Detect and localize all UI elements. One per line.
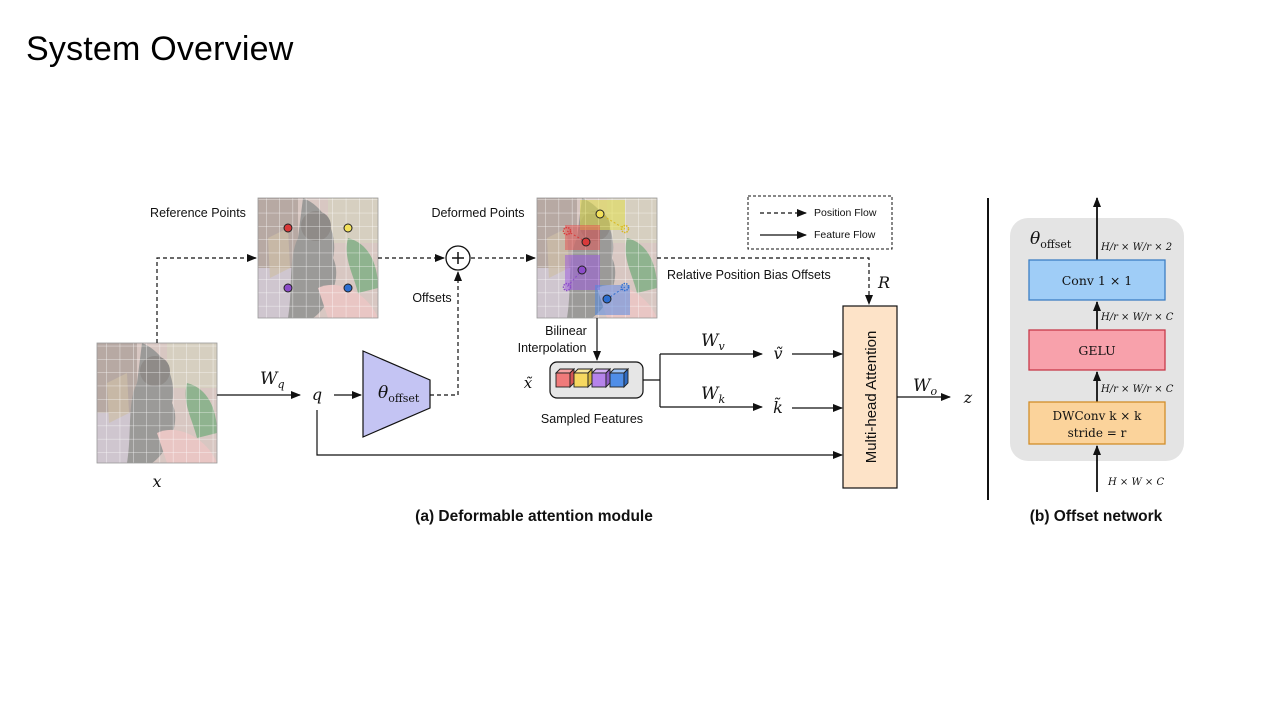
svg-text:θoffset: θoffset [378, 383, 420, 405]
gelu-block: GELU [1028, 329, 1166, 371]
bilinear-label-1: Bilinear [545, 324, 587, 338]
offsets-label: Offsets [412, 291, 451, 305]
bilinear-label-2: Interpolation [518, 341, 587, 355]
multi-head-attention-block: Multi-head Attention [842, 305, 898, 489]
x-tilde-label: x̃ [524, 374, 533, 392]
input-image [96, 342, 218, 464]
svg-text:Conv 1 × 1: Conv 1 × 1 [1062, 273, 1133, 288]
deformed-points-image [536, 197, 658, 319]
x-label: x [152, 472, 161, 491]
wo-label: Wo [913, 376, 937, 398]
dim-mid-1: H/r × W/r × C [1100, 312, 1174, 323]
flow-legend: Position Flow Feature Flow [747, 195, 893, 250]
dim-mid-2: H/r × W/r × C [1100, 384, 1174, 395]
sampled-features-block [549, 361, 644, 399]
z-label: z [963, 388, 973, 407]
wq-label: Wq [260, 369, 285, 391]
conv-1x1-block: Conv 1 × 1 [1028, 259, 1166, 301]
deformed-points-label: Deformed Points [431, 206, 524, 220]
r-label: R [877, 273, 890, 292]
v-tilde-label: ṽ [773, 344, 782, 363]
sampled-features-label: Sampled Features [541, 412, 643, 426]
svg-text:DWConv k × k: DWConv k × k [1053, 409, 1143, 423]
add-node [445, 245, 471, 271]
legend-feature-flow: Feature Flow [814, 229, 876, 241]
caption-b: (b) Offset network [1030, 508, 1163, 525]
dim-bottom: H × W × C [1107, 477, 1164, 488]
dim-top: H/r × W/r × 2 [1100, 242, 1172, 253]
caption-a: (a) Deformable attention module [415, 508, 653, 525]
wv-label: Wv [701, 331, 725, 353]
legend-position-flow: Position Flow [814, 207, 877, 219]
theta-offset-label-b: θoffset [1030, 229, 1072, 251]
dwconv-block: DWConv k × k stride = r [1028, 401, 1166, 445]
feature-flow-arrows [217, 318, 951, 459]
relative-position-label: Relative Position Bias Offsets [667, 268, 831, 282]
reference-points-image [257, 197, 379, 319]
offset-network-block: θoffset [362, 350, 431, 438]
slide-title: System Overview [26, 30, 294, 68]
svg-text:Multi-head Attention: Multi-head Attention [863, 331, 880, 464]
svg-text:Wq: Wq [260, 369, 285, 391]
reference-points-label: Reference Points [150, 206, 246, 220]
k-tilde-label: k̃ [773, 397, 783, 417]
position-flow-arrows [156, 254, 873, 396]
q-label: q [312, 385, 322, 404]
svg-text:stride = r: stride = r [1068, 426, 1127, 440]
svg-text:GELU: GELU [1078, 343, 1115, 358]
wk-label: Wk [701, 384, 725, 406]
